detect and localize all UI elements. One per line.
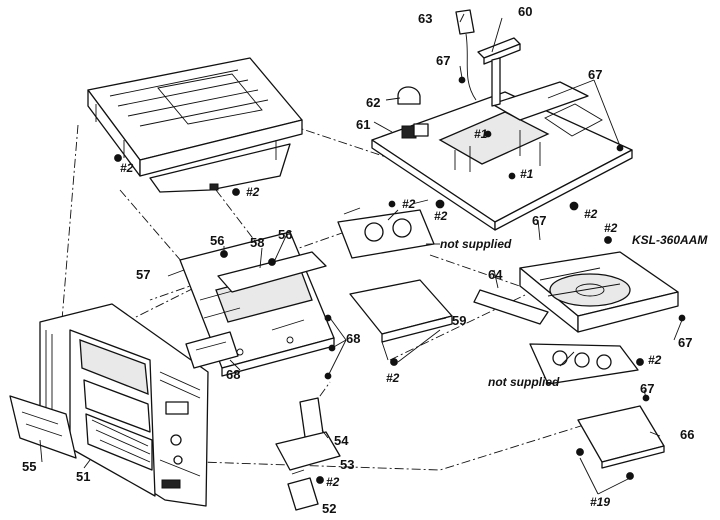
sub-board-68 xyxy=(185,331,239,369)
cd-mechanism-ksl360aam xyxy=(519,251,679,333)
screw-label-2-g: #2 xyxy=(648,353,662,367)
part-label-53: 53 xyxy=(340,457,355,472)
part-label-67-a: 67 xyxy=(436,53,451,68)
bracket-52 xyxy=(287,477,319,511)
part-label-61: 61 xyxy=(356,117,371,132)
part-label-58: 58 xyxy=(250,235,265,250)
screw-label-1-a: #1 xyxy=(474,127,488,141)
part-label-51: 51 xyxy=(76,469,91,484)
part-label-56-a: 56 xyxy=(210,233,225,248)
cd-circuit-board xyxy=(371,81,633,231)
part-label-67-d: 67 xyxy=(678,335,693,350)
part-label-67-b: 67 xyxy=(588,67,603,82)
part-label-67-c: 67 xyxy=(532,213,547,228)
leader-lines xyxy=(39,13,683,495)
bracket-53 xyxy=(275,431,341,471)
screw-label-2-i: #2 xyxy=(326,475,340,489)
part-label-52: 52 xyxy=(322,501,337,516)
cassette-door xyxy=(9,395,77,459)
screw-label-2-b: #2 xyxy=(246,185,260,199)
screw-label-19: #19 xyxy=(590,495,611,509)
cassette-mechanism-cover xyxy=(87,57,303,193)
mechanism-holder-top xyxy=(337,199,435,259)
assembly-label-ksl360aam: KSL-360AAM xyxy=(632,233,708,247)
screw-label-2-e: #2 xyxy=(402,197,416,211)
part-label-60: 60 xyxy=(518,4,533,19)
part-label-62: 62 xyxy=(366,95,381,110)
screw-label-2-d: #2 xyxy=(584,207,598,221)
screw-label-2-c: #2 xyxy=(434,209,448,223)
part-label-55: 55 xyxy=(22,459,37,474)
note-not-supplied-top: not supplied xyxy=(440,237,512,251)
note-not-supplied-bottom: not supplied xyxy=(488,375,560,389)
bracket-60 xyxy=(477,37,521,107)
part-label-59: 59 xyxy=(452,313,467,328)
bottom-plate-66 xyxy=(577,405,665,469)
part-label-68-b: 68 xyxy=(346,331,361,346)
mechanism-holder-bottom xyxy=(529,343,639,385)
front-cabinet xyxy=(39,303,209,507)
flat-cable-63 xyxy=(455,9,477,101)
screw-label-2-f: #2 xyxy=(604,221,618,235)
part-label-63: 63 xyxy=(418,11,433,26)
part-label-54: 54 xyxy=(334,433,349,448)
part-label-64: 64 xyxy=(488,267,503,282)
screw-label-1-b: #1 xyxy=(520,167,534,181)
part-label-56-b: 56 xyxy=(278,227,293,242)
bracket-58 xyxy=(217,251,327,293)
spacer-64 xyxy=(473,289,549,325)
clamp-62 xyxy=(397,86,429,137)
screw-label-2-h: #2 xyxy=(386,371,400,385)
part-label-66: 66 xyxy=(680,427,695,442)
part-label-67-e: 67 xyxy=(640,381,655,396)
screw-label-2-a: #2 xyxy=(120,161,134,175)
part-label-57: 57 xyxy=(136,267,151,282)
part-label-68-a: 68 xyxy=(226,367,241,382)
